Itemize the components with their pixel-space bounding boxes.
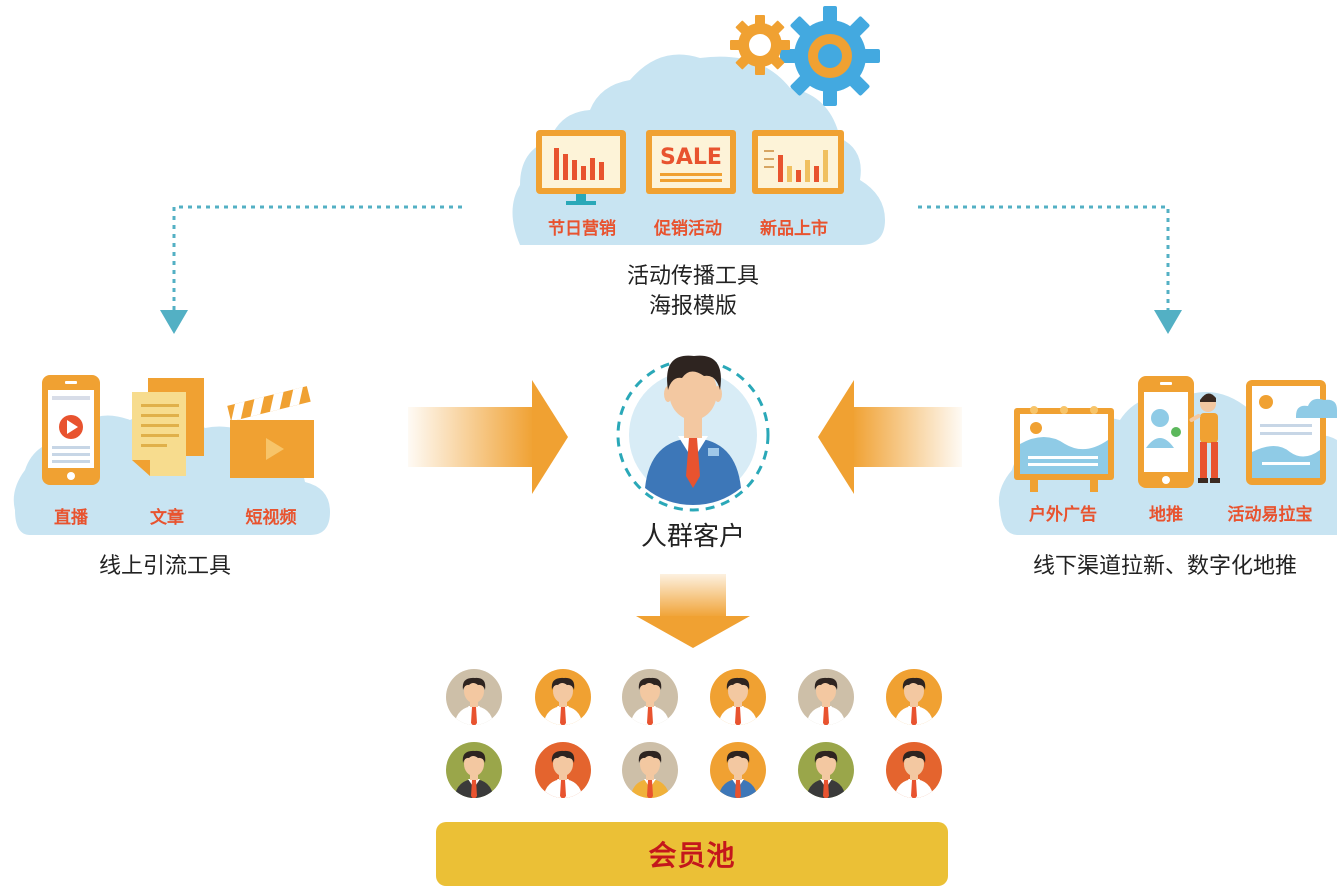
label-short-video: 短视频 <box>245 508 297 528</box>
label-holiday-marketing: 节日营销 <box>548 219 616 239</box>
rollup-banner-icon <box>1246 380 1337 485</box>
arrow-right-to-center <box>818 380 962 494</box>
top-caption-line2: 海报模版 <box>648 294 737 319</box>
member-avatar-icon <box>535 742 591 798</box>
label-ground-promo: 地推 <box>1149 505 1183 525</box>
member-avatar-icon <box>798 742 854 798</box>
connector-left-arrowhead <box>160 310 188 334</box>
center-label: 人群客户 <box>640 522 745 552</box>
arrow-down-to-pool <box>636 574 750 648</box>
label-new-product: 新品上市 <box>760 219 828 239</box>
label-promotion: 促销活动 <box>654 219 722 239</box>
connector-right <box>918 205 1170 312</box>
gear-icon <box>730 6 880 106</box>
member-pool-bar: 会员池 <box>436 822 948 886</box>
member-avatar-icon <box>798 669 854 725</box>
promoter-figure-icon <box>1189 393 1220 483</box>
label-article: 文章 <box>150 508 184 528</box>
arrow-left-to-center <box>408 380 568 494</box>
sale-text: SALE <box>660 145 722 170</box>
member-avatar-icon <box>622 669 678 725</box>
phone-person-icon <box>1138 376 1194 488</box>
label-rollup: 活动易拉宝 <box>1227 505 1313 525</box>
member-avatar-icon <box>710 669 766 725</box>
top-caption-line1: 活动传播工具 <box>626 264 759 289</box>
document-icon <box>132 378 204 476</box>
left-caption: 线上引流工具 <box>98 554 231 579</box>
member-avatar-icon <box>622 742 678 798</box>
connector-left <box>172 205 462 312</box>
member-pool-label: 会员池 <box>648 839 736 872</box>
billboard-icon <box>1014 406 1114 492</box>
member-avatar-icon <box>886 742 942 798</box>
clapperboard-icon <box>227 386 314 478</box>
member-avatar-icon <box>446 742 502 798</box>
member-avatar-icon <box>886 669 942 725</box>
phone-play-icon <box>42 375 100 485</box>
customer-avatar-icon <box>616 355 770 512</box>
label-live: 直播 <box>54 508 88 528</box>
bar-chart-board-icon <box>752 130 844 194</box>
sale-board-icon <box>646 130 736 194</box>
connector-right-arrowhead <box>1154 310 1182 334</box>
right-caption: 线下渠道拉新、数字化地推 <box>1032 554 1297 579</box>
monitor-chart-icon <box>536 130 626 205</box>
member-avatar-icon <box>535 669 591 725</box>
label-outdoor-ad: 户外广告 <box>1029 505 1097 525</box>
member-avatar-icon <box>710 742 766 798</box>
member-avatar-icon <box>446 669 502 725</box>
